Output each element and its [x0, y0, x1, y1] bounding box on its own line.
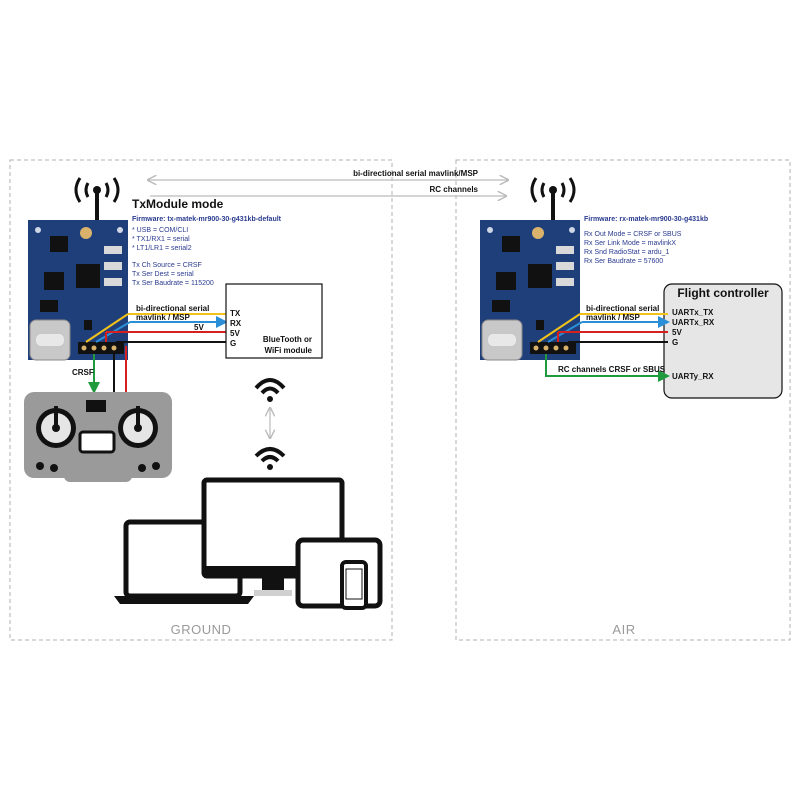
ground-info-line: * USB = COM/CLI: [132, 227, 188, 234]
ground-info-line: Tx Ser Baudrate = 115200: [132, 280, 214, 287]
fc-pin-uarty-rx: UARTy_RX: [672, 372, 714, 381]
rx-board: [480, 220, 580, 361]
link-bidir-label: bi-directional serial mavlink/MSP: [353, 169, 479, 178]
air-info-line: Rx Ser Baudrate = 57600: [584, 258, 663, 265]
air-antenna-icon: [530, 177, 576, 222]
air-wire-label-rc: RC channels CRSF or SBUS: [558, 365, 666, 374]
air-info-line: Rx Ser Link Mode = mavlinkX: [584, 240, 676, 247]
ground-title: TxModule mode: [132, 197, 224, 211]
bt-wifi-module: [225, 283, 323, 359]
air-wire-green: [545, 354, 670, 382]
bt-pin-tx: TX: [230, 309, 241, 318]
ground-info-line: * TX1/RX1 = serial: [132, 236, 190, 243]
link-rc-label: RC channels: [430, 185, 479, 194]
fc-pin-5v: 5V: [672, 328, 682, 337]
air-wire-yellow: [537, 313, 581, 343]
fc-pin-g: G: [672, 338, 678, 347]
ground-section-label: GROUND: [171, 622, 232, 637]
air-info-line: Rx Out Mode = CRSF or SBUS: [584, 231, 682, 238]
air-info-line: Rx Snd RadioStat = ardu_1: [584, 249, 670, 256]
bt-module-line2: WiFi module: [265, 346, 313, 355]
ground-firmware: Firmware: tx-matek-mr900-30-g431kb-defau…: [132, 216, 282, 223]
ground-info-line: Tx Ser Dest = serial: [132, 271, 194, 278]
air-wire-label-mavlink: mavlink / MSP: [586, 313, 640, 322]
bt-pin-5v: 5V: [230, 329, 240, 338]
fc-pin-uartx-rx: UARTx_RX: [672, 318, 715, 327]
air-wire-label-bidir: bi-directional serial: [586, 304, 659, 313]
bt-pin-rx: RX: [230, 319, 242, 328]
ground-info-line: Tx Ch Source = CRSF: [132, 262, 202, 269]
wifi-icon: [254, 378, 286, 402]
ground-wire-label-mavlink: mavlink / MSP: [136, 313, 190, 322]
bt-module-line1: BlueTooth or: [263, 335, 312, 344]
ground-info-line: * LT1/LR1 = serial2: [132, 245, 192, 252]
fc-title: Flight controller: [677, 286, 769, 300]
tx-board: [28, 220, 128, 361]
phone-icon: [340, 560, 368, 610]
ground-wire-label-crsf: CRSF: [72, 368, 94, 377]
ground-section-frame: [9, 159, 393, 641]
air-firmware: Firmware: rx-matek-mr900-30-g431kb: [584, 216, 708, 223]
wifi-icon: [254, 447, 286, 470]
ground-antenna-icon: [74, 177, 120, 222]
fc-pin-uartx-tx: UARTx_TX: [672, 308, 714, 317]
ground-wire-label-bidir: bi-directional serial: [136, 304, 209, 313]
ground-wire-yellow: [85, 313, 129, 343]
ground-wire-label-5v: 5V: [194, 323, 204, 332]
rc-transmitter-icon: [24, 392, 172, 482]
air-section-label: AIR: [612, 622, 635, 637]
bt-pin-g: G: [230, 339, 236, 348]
air-section-frame: [455, 159, 791, 641]
